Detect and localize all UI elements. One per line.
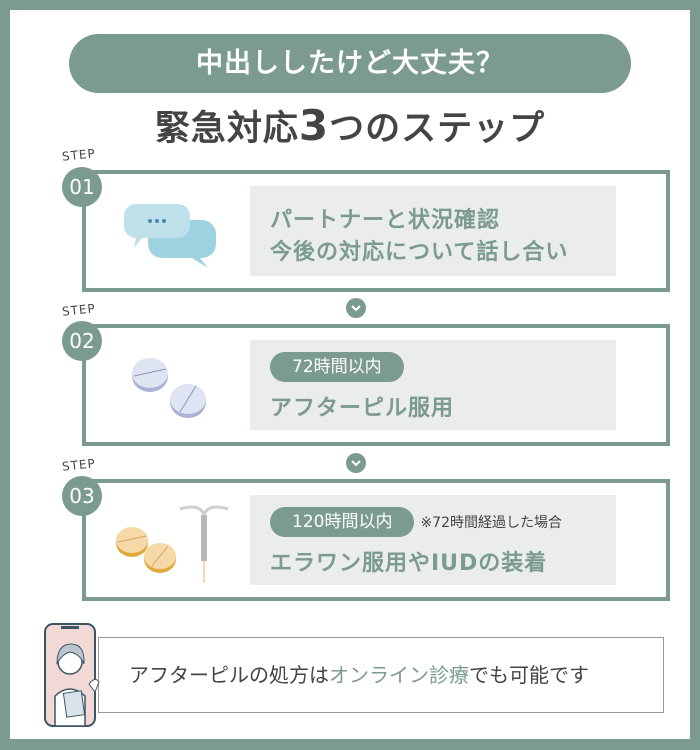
step-2-card: 72時間以内 アフターピル服用 — [82, 324, 670, 446]
time-limit-badge: 72時間以内 — [270, 352, 404, 382]
time-limit-badge: 120時間以内 — [270, 507, 415, 537]
step-1-content: パートナーと状況確認 今後の対応について話し合い — [250, 186, 616, 276]
chevron-down-icon — [346, 453, 366, 473]
speech-bubbles-icon — [124, 204, 216, 268]
headline-number: 3 — [298, 101, 330, 150]
step-3-card: 120時間以内 ※72時間経過した場合 エラワン服用やIUDの装着 — [82, 479, 670, 601]
step-1-line-2: 今後の対応について話し合い — [270, 240, 569, 265]
step-3-main-text: エラワン服用やIUDの装着 — [270, 551, 548, 576]
chevron-down-icon — [346, 298, 366, 318]
step-number-badge: 02 — [62, 321, 102, 361]
doctor-on-phone-icon — [44, 623, 100, 727]
step-number-badge: 01 — [62, 167, 102, 207]
footer-text-post: でも可能です — [469, 663, 589, 687]
footer-text-pre: アフターピルの処方は — [129, 663, 329, 687]
page-title: 緊急対応3つのステップ — [0, 100, 700, 151]
condition-note: ※72時間経過した場合 — [420, 515, 562, 531]
step-number-badge: 03 — [62, 476, 102, 516]
step-3-content: 120時間以内 ※72時間経過した場合 エラワン服用やIUDの装着 — [250, 495, 616, 585]
headline-pre: 緊急対応 — [154, 109, 299, 149]
footer-text: アフターピルの処方はオンライン診療でも可能です — [129, 638, 589, 712]
pills-icon — [132, 358, 206, 418]
title-pill: 中出ししたけど大丈夫？ — [69, 34, 631, 93]
footer-callout: アフターピルの処方はオンライン診療でも可能です — [98, 637, 664, 713]
step-2-content: 72時間以内 アフターピル服用 — [250, 340, 616, 430]
step-1-card: パートナーと状況確認 今後の対応について話し合い — [82, 170, 670, 292]
pills-and-iud-icon — [116, 505, 229, 583]
step-2-main-text: アフターピル服用 — [270, 396, 455, 421]
step-1-line-1: パートナーと状況確認 — [270, 208, 501, 233]
headline-post: つのステップ — [329, 109, 546, 149]
footer-text-accent: オンライン診療 — [329, 663, 469, 687]
